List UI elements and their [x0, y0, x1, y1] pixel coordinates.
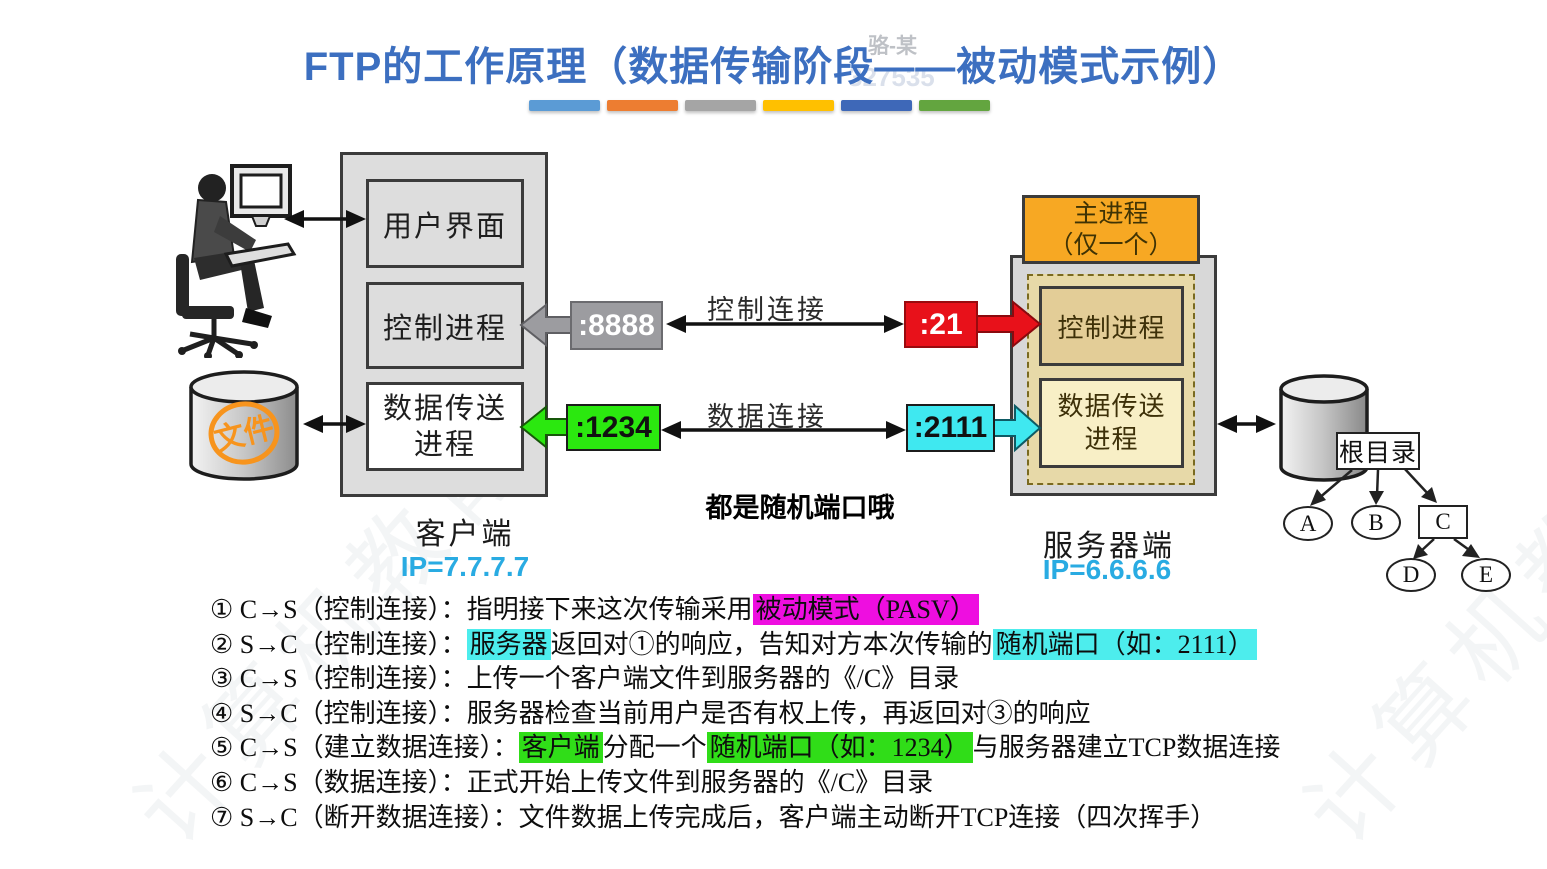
- step-text: 分配一个: [602, 733, 707, 763]
- tree-node-b-label: B: [1368, 509, 1384, 535]
- server-main-process-label: 主进程 （仅一个）: [1048, 199, 1173, 261]
- steps-list: ① C→S（控制连接）：指明接下来这次传输采用被动模式（PASV）② S→C（控…: [210, 593, 1280, 835]
- tree-node-c-label: C: [1435, 509, 1451, 534]
- client-ui-label: 用户界面: [382, 210, 507, 243]
- client-file-database-icon: 文件: [189, 370, 299, 481]
- step-text: 与服务器建立TCP数据连接: [972, 733, 1281, 763]
- color-bar: [841, 100, 912, 111]
- tree-node-e: E: [1461, 558, 1511, 592]
- color-bar: [685, 100, 756, 111]
- page-title: FTP的工作原理（数据传输阶段——被动模式示例）: [303, 45, 1244, 89]
- client-control-port: :8888: [578, 308, 655, 342]
- tree-node-a: A: [1283, 506, 1333, 541]
- step-line: ③ C→S（控制连接）：上传一个客户端文件到服务器的《/C》目录: [210, 662, 1280, 697]
- client-ip: IP=7.7.7.7: [400, 551, 530, 582]
- tree-node-c: C: [1418, 505, 1468, 539]
- color-bar: [919, 100, 990, 111]
- step-text: ② S→C（控制连接）：: [210, 629, 467, 659]
- client-data-box: 数据传送 进程: [366, 382, 524, 471]
- color-bars: [529, 100, 990, 111]
- server-control-label: 控制进程: [1057, 313, 1166, 343]
- client-control-label: 控制进程: [382, 312, 507, 345]
- step-line: ④ S→C（控制连接）：服务器检查当前用户是否有权上传，再返回对③的响应: [210, 697, 1280, 732]
- color-bar: [529, 100, 600, 111]
- client-data-label: 数据传送 进程: [383, 391, 507, 463]
- client-control-port-badge: :8888: [570, 301, 663, 350]
- step-highlight: 被动模式（PASV）: [752, 594, 979, 625]
- client-control-box: 控制进程: [366, 282, 524, 369]
- user-at-computer-figure: [176, 164, 297, 358]
- step-line: ⑥ C→S（数据连接）：正式开始上传文件到服务器的《/C》目录: [210, 766, 1280, 801]
- step-text: ⑦ S→C（断开数据连接）：文件数据上传完成后，客户端主动断开TCP连接（四次挥…: [210, 802, 1217, 832]
- color-bar: [607, 100, 678, 111]
- step-text: ③ C→S（控制连接）：上传一个客户端文件到服务器的《/C》目录: [210, 664, 960, 694]
- server-data-port-badge: :2111: [906, 404, 995, 452]
- color-bar: [763, 100, 834, 111]
- control-connection-label: 控制连接: [707, 295, 827, 325]
- tree-node-b: B: [1351, 505, 1401, 540]
- step-highlight: 随机端口（如：1234）: [706, 732, 973, 764]
- step-line: ⑦ S→C（断开数据连接）：文件数据上传完成后，客户端主动断开TCP连接（四次挥…: [210, 801, 1280, 836]
- step-text: 返回对①的响应，告知对方本次传输的: [550, 629, 993, 659]
- main-process-line1: 主进程: [1073, 200, 1149, 228]
- main-process-line2: （仅一个）: [1048, 231, 1174, 259]
- data-connection-label: 数据连接: [707, 402, 827, 432]
- server-control-port-badge: :21: [904, 301, 978, 348]
- tree-node-a-label: A: [1299, 510, 1317, 536]
- server-ip: IP=6.6.6.6: [1042, 554, 1172, 585]
- server-data-port: :2111: [913, 411, 988, 444]
- watermark-name-tag: 骆-某: [868, 35, 917, 58]
- step-text: ⑤ C→S（建立数据连接）：: [210, 733, 519, 763]
- step-text: ⑥ C→S（数据连接）：正式开始上传文件到服务器的《/C》目录: [210, 767, 934, 797]
- client-ui-box: 用户界面: [366, 179, 524, 268]
- server-data-label: 数据传送 进程: [1057, 390, 1165, 456]
- step-line: ② S→C（控制连接）：服务器返回对①的响应，告知对方本次传输的随机端口（如：2…: [210, 628, 1280, 663]
- client-data-line1: 数据传送: [382, 392, 507, 425]
- watermark-number-tag: 327535: [848, 62, 935, 92]
- server-data-box: 数据传送 进程: [1039, 378, 1184, 468]
- tree-node-d: D: [1386, 558, 1436, 592]
- tree-root-box: 根目录: [1336, 432, 1420, 470]
- server-main-process-box: 主进程 （仅一个）: [1022, 195, 1200, 264]
- client-data-line2: 进程: [413, 428, 476, 461]
- server-data-line2: 进程: [1084, 425, 1139, 454]
- tree-node-d-label: D: [1402, 562, 1420, 587]
- server-control-port: :21: [919, 307, 963, 341]
- server-control-box: 控制进程: [1039, 286, 1184, 366]
- step-line: ⑤ C→S（建立数据连接）：客户端分配一个随机端口（如：1234）与服务器建立T…: [210, 731, 1280, 766]
- step-text: ① C→S（控制连接）：指明接下来这次传输采用: [210, 595, 753, 624]
- step-line: ① C→S（控制连接）：指明接下来这次传输采用被动模式（PASV）: [210, 593, 1280, 628]
- step-highlight: 客户端: [518, 732, 603, 764]
- step-highlight: 服务器: [466, 628, 551, 660]
- step-text: ④ S→C（控制连接）：服务器检查当前用户是否有权上传，再返回对③的响应: [210, 698, 1091, 728]
- serverdata-db-arrow: [1217, 415, 1276, 433]
- random-port-note: 都是随机端口哦: [705, 493, 895, 523]
- tree-root-label: 根目录: [1338, 440, 1417, 467]
- client-label: 客户端: [415, 518, 515, 551]
- server-label: 服务器端: [1043, 530, 1175, 563]
- step-highlight: 随机端口（如：2111）: [992, 628, 1257, 660]
- server-data-line1: 数据传送: [1057, 392, 1166, 421]
- client-data-port-badge: :1234: [566, 404, 661, 451]
- tree-node-e-label: E: [1478, 562, 1494, 587]
- client-data-port: :1234: [575, 410, 652, 444]
